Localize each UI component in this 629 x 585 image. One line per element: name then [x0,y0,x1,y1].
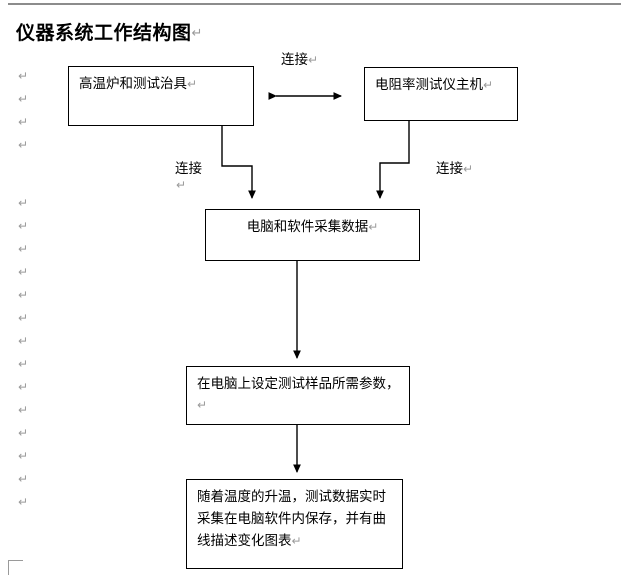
flow-box-label: 电脑和软件采集数据 [246,219,369,234]
pilcrow-mark: ↵ [176,178,187,192]
pilcrow-mark: ↵ [18,380,29,394]
connector-label-text: 连接 [175,161,202,176]
flow-box-label: 电阻率测试仪主机 [375,77,483,92]
flow-box-set-parameters[interactable]: 在电脑上设定测试样品所需参数， ↵ [186,366,410,425]
flow-box-label: 高温炉和测试治具 [79,76,187,91]
pilcrow-mark: ↵ [18,426,29,440]
pilcrow-mark: ↵ [191,26,203,41]
pilcrow-mark: ↵ [18,115,29,129]
flow-box-label: 随着温度的升温，测试数据实时采集在电脑软件内保存，并有曲线描述变化图表 [197,489,386,548]
connector-label-right: 连接↵ [436,157,473,177]
pilcrow-mark: ↵ [18,311,29,325]
pilcrow-mark: ↵ [308,53,319,67]
pilcrow-mark: ↵ [18,288,29,302]
flow-box-resistivity-tester[interactable]: 电阻率测试仪主机↵ [364,67,518,121]
pilcrow-mark: ↵ [197,398,208,412]
edge-tester-to-pc [376,121,410,199]
flow-box-pc-acquisition[interactable]: 电脑和软件采集数据↵ [205,209,420,261]
pilcrow-mark: ↵ [18,403,29,417]
pilcrow-mark: ↵ [18,495,29,509]
pilcrow-mark: ↵ [187,77,198,91]
connector-label-text: 连接 [436,161,463,176]
pilcrow-mark: ↵ [291,534,302,548]
connector-label-left: 连接 [175,157,202,177]
pilcrow-mark: ↵ [18,138,29,152]
page-title-text: 仪器系统工作结构图 [16,23,192,44]
flow-box-label: 在电脑上设定测试样品所需参数， [197,376,400,391]
pilcrow-mark: ↵ [18,449,29,463]
pilcrow-mark: ↵ [463,162,474,176]
pilcrow-mark: ↵ [18,92,29,106]
edge-furnace-to-pc [221,126,256,199]
page-top-rule [8,3,621,5]
pilcrow-mark: ↵ [18,334,29,348]
page-title: 仪器系统工作结构图↵ [16,18,203,45]
pilcrow-mark: ↵ [18,242,29,256]
page-corner-mark [8,560,23,575]
flow-box-furnace[interactable]: 高温炉和测试治具↵ [68,66,254,126]
pilcrow-mark: ↵ [18,472,29,486]
pilcrow-mark: ↵ [18,219,29,233]
flow-box-record-curve[interactable]: 随着温度的升温，测试数据实时采集在电脑软件内保存，并有曲线描述变化图表↵ [186,479,403,569]
pilcrow-mark: ↵ [483,78,494,92]
pilcrow-mark: ↵ [18,357,29,371]
connector-label-top: 连接↵ [281,48,318,68]
pilcrow-mark: ↵ [18,69,29,83]
pilcrow-mark: ↵ [368,220,379,234]
connector-label-text: 连接 [281,52,308,67]
pilcrow-mark: ↵ [18,196,29,210]
pilcrow-mark: ↵ [18,265,29,279]
margin-paragraph-marks: ↵ ↵ ↵ ↵ ↵ ↵ ↵ ↵ ↵ ↵ ↵ ↵ ↵ ↵ ↵ ↵ ↵ ↵ [18,70,42,554]
